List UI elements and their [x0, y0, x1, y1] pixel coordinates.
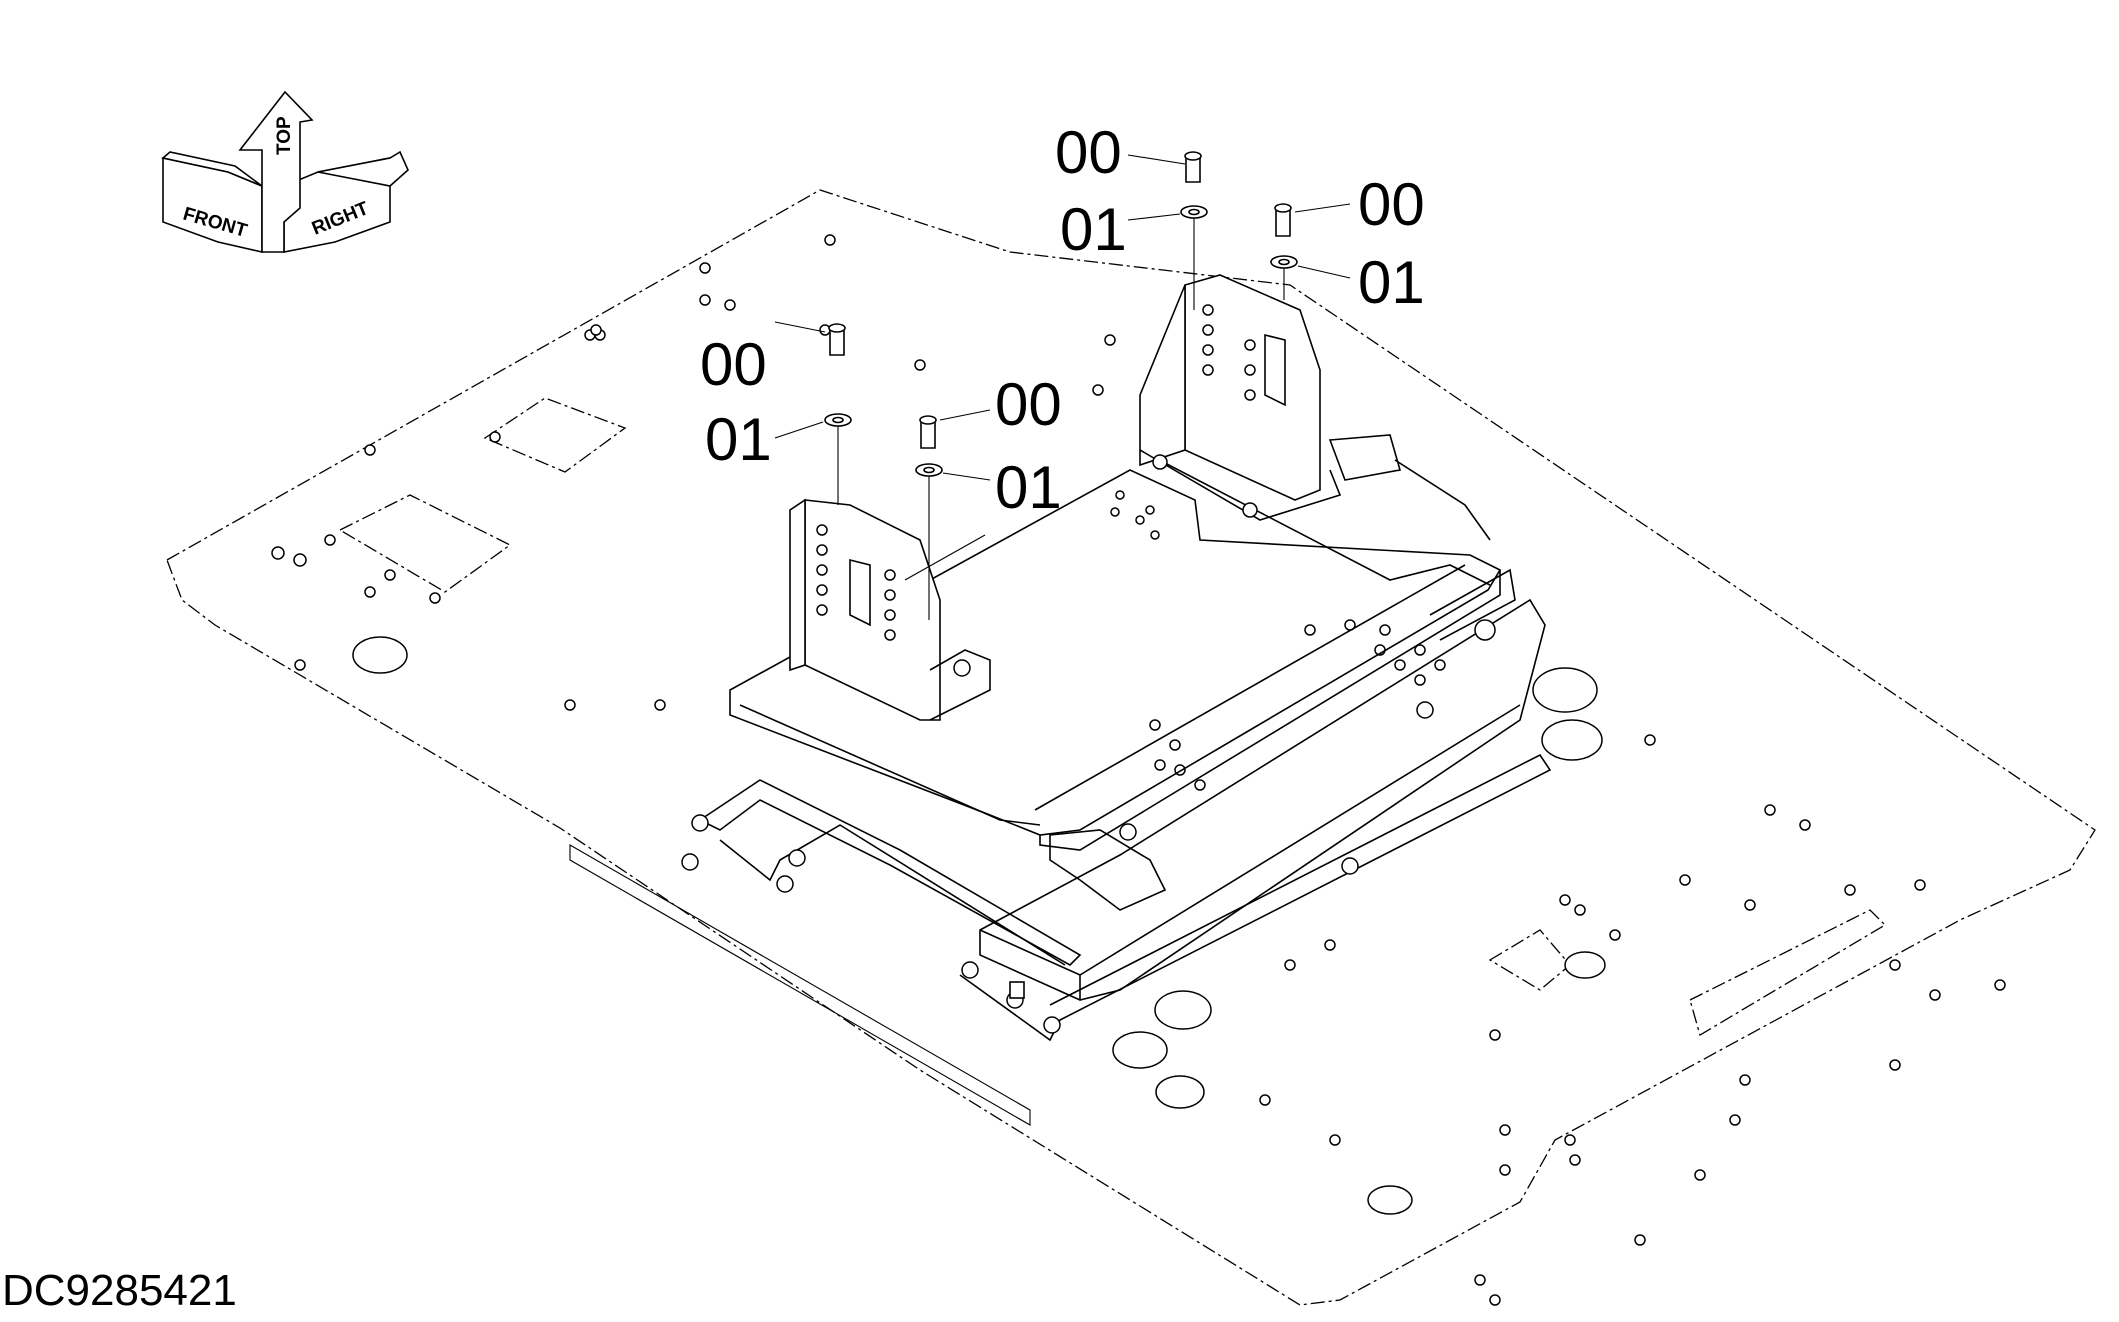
right-seat-bracket	[1110, 274, 1342, 540]
callout-washer-3: 01	[705, 406, 772, 473]
bolt-group-front-right	[915, 409, 991, 620]
drawing-id: DC9285421	[2, 1266, 237, 1315]
bolt-group-rear-left	[1127, 151, 1208, 310]
seat-slide-rails	[681, 434, 1552, 1042]
orientation-arrows-icon: FRONT TOP RIGHT	[161, 90, 409, 254]
callout-bolt-2: 00	[1358, 171, 1425, 238]
callout-washer-2: 01	[1358, 249, 1425, 316]
bolt-group-front-left	[774, 321, 852, 505]
top-arrow-label: TOP	[274, 116, 295, 155]
bolt-group-rear-right	[1270, 203, 1351, 300]
callout-bolt-1: 00	[1055, 119, 1122, 186]
left-seat-bracket	[789, 498, 991, 721]
plate-holes	[271, 234, 2006, 1306]
callout-bolt-3: 00	[700, 331, 767, 398]
callout-washer-4: 01	[995, 454, 1062, 521]
callout-washer-1: 01	[1060, 196, 1127, 263]
callout-bolt-4: 00	[995, 371, 1062, 438]
floor-plate	[166, 189, 2096, 1306]
